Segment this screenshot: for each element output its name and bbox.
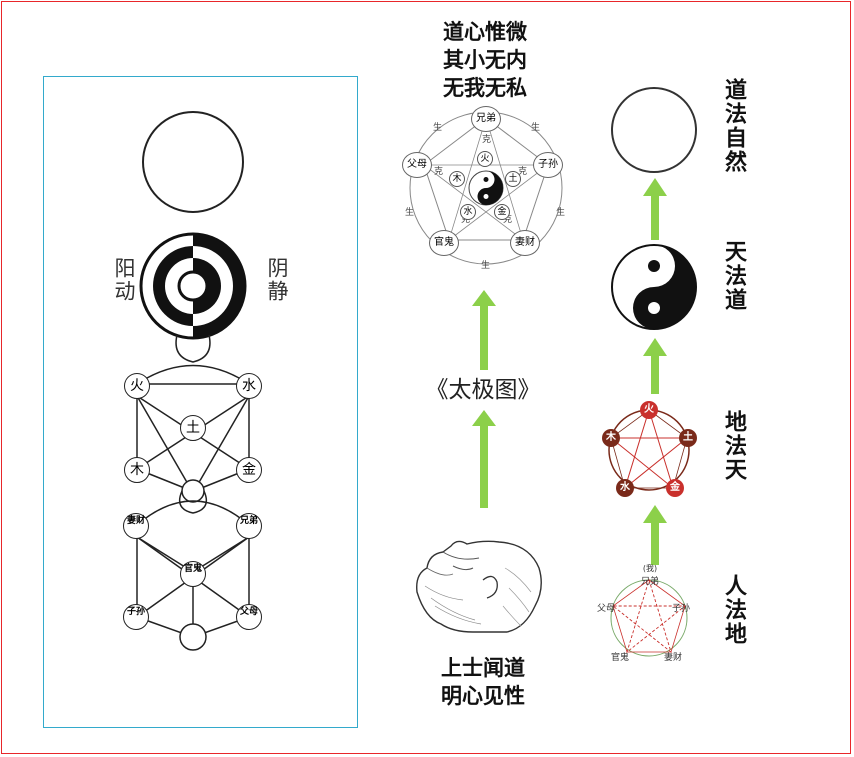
wheel-sheng-3: 生 <box>556 206 565 218</box>
wheel-sheng-2: 生 <box>531 121 540 133</box>
arrow-up-right-2 <box>643 338 667 394</box>
dao-circle <box>611 87 697 173</box>
wuxing-base-circle <box>181 479 205 503</box>
wheel-ke-1: 克 <box>482 134 491 145</box>
meditating-head-sketch <box>416 540 542 633</box>
liuqin-brothers-label: 兄弟 <box>640 577 659 587</box>
wheel-node-wife-wealth: 妻财 <box>510 230 540 256</box>
liuqin-parents-label: 父母 <box>597 604 616 614</box>
wheel-node-children: 子孙 <box>533 152 563 178</box>
relation-brothers-node: 兄弟 <box>236 513 262 539</box>
di-fa-tian-label: 地法天 <box>721 410 746 482</box>
element-fire-node: 火 <box>124 373 150 399</box>
liuqin-wheel-diagram: 生 生 生 生 生 克 克 克 克 克 <box>405 111 565 271</box>
liuqin-official-ghost-label: 官鬼 <box>611 653 630 663</box>
top-line-3: 无我无私 <box>443 76 527 100</box>
yang-dong-label: 阳动 <box>112 257 136 303</box>
taiji-concentric-symbol <box>139 232 247 340</box>
wuxing-water-node: 水 <box>616 479 634 497</box>
wheel-ke-2: 克 <box>518 166 527 177</box>
liuqin-self-label: (我) <box>642 564 658 573</box>
relation-wife-wealth-node: 妻财 <box>123 513 149 539</box>
wheel-ke-3: 克 <box>434 166 443 177</box>
wuxing-earth-node: 土 <box>679 429 697 447</box>
relation-children-node: 子孙 <box>123 604 149 630</box>
wuxing-metal-node: 金 <box>666 479 684 497</box>
dao-fa-ziran-label: 道法自然 <box>721 78 746 174</box>
wheel-element-metal: 金 <box>494 204 510 220</box>
wheel-sheng-4: 生 <box>481 259 490 271</box>
relation-parents-node: 父母 <box>236 604 262 630</box>
connector-cup <box>175 334 211 363</box>
taiji-title: 《太极图》 <box>425 377 541 403</box>
top-line-1: 道心惟微 <box>443 20 527 44</box>
relation-official-ghost-node: 官鬼 <box>180 561 206 587</box>
wheel-element-fire: 火 <box>477 151 493 167</box>
element-water-node: 水 <box>236 373 262 399</box>
wheel-node-parents: 父母 <box>402 152 432 178</box>
liuqin-wife-wealth-label: 妻财 <box>664 653 683 663</box>
wheel-element-wood: 木 <box>449 171 465 187</box>
middle-bottom-text: 上士闻道 明心见性 <box>405 654 561 710</box>
connector-lower <box>178 490 208 514</box>
liuqin-children-label: 子孙 <box>672 604 691 614</box>
wheel-node-brothers: 兄弟 <box>471 106 501 132</box>
wuxing-fire-node: 火 <box>640 401 658 419</box>
tian-fa-dao-label: 天法道 <box>721 240 746 312</box>
left-diagram <box>136 111 250 651</box>
wheel-sheng-5: 生 <box>405 206 414 218</box>
yin-jing-label: 阴静 <box>265 257 289 303</box>
middle-top-text: 道心惟微 其小无内 无我无私 <box>405 18 565 102</box>
wheel-node-official-ghost: 官鬼 <box>429 230 459 256</box>
arrow-up-right-1 <box>643 178 667 240</box>
liuqin-base-circle <box>179 623 207 651</box>
arrow-up-middle-lower <box>472 410 496 508</box>
wheel-element-earth: 土 <box>505 171 521 187</box>
ren-fa-di-label: 人法地 <box>721 574 746 646</box>
wuxing-wood-node: 木 <box>602 429 620 447</box>
element-wood-node: 木 <box>124 457 150 483</box>
left-diagram-panel: 阳动 阴静 火 水 土 木 金 妻财 兄弟 官鬼 子孙 父母 <box>43 76 358 728</box>
yin-yang-symbol <box>611 244 697 330</box>
wheel-element-water: 水 <box>460 204 476 220</box>
element-metal-node: 金 <box>236 457 262 483</box>
liuqin-star-diagram <box>610 578 688 657</box>
bottom-line-1: 上士闻道 <box>441 656 525 680</box>
bottom-line-2: 明心见性 <box>441 684 525 708</box>
element-earth-node: 土 <box>180 415 206 441</box>
wuji-circle <box>142 111 244 213</box>
wheel-sheng-1: 生 <box>433 121 442 133</box>
arrow-up-right-3 <box>643 505 667 565</box>
arrow-up-middle-upper <box>472 290 496 370</box>
top-line-2: 其小无内 <box>443 48 527 72</box>
wheel-ke-5: 克 <box>503 214 512 225</box>
